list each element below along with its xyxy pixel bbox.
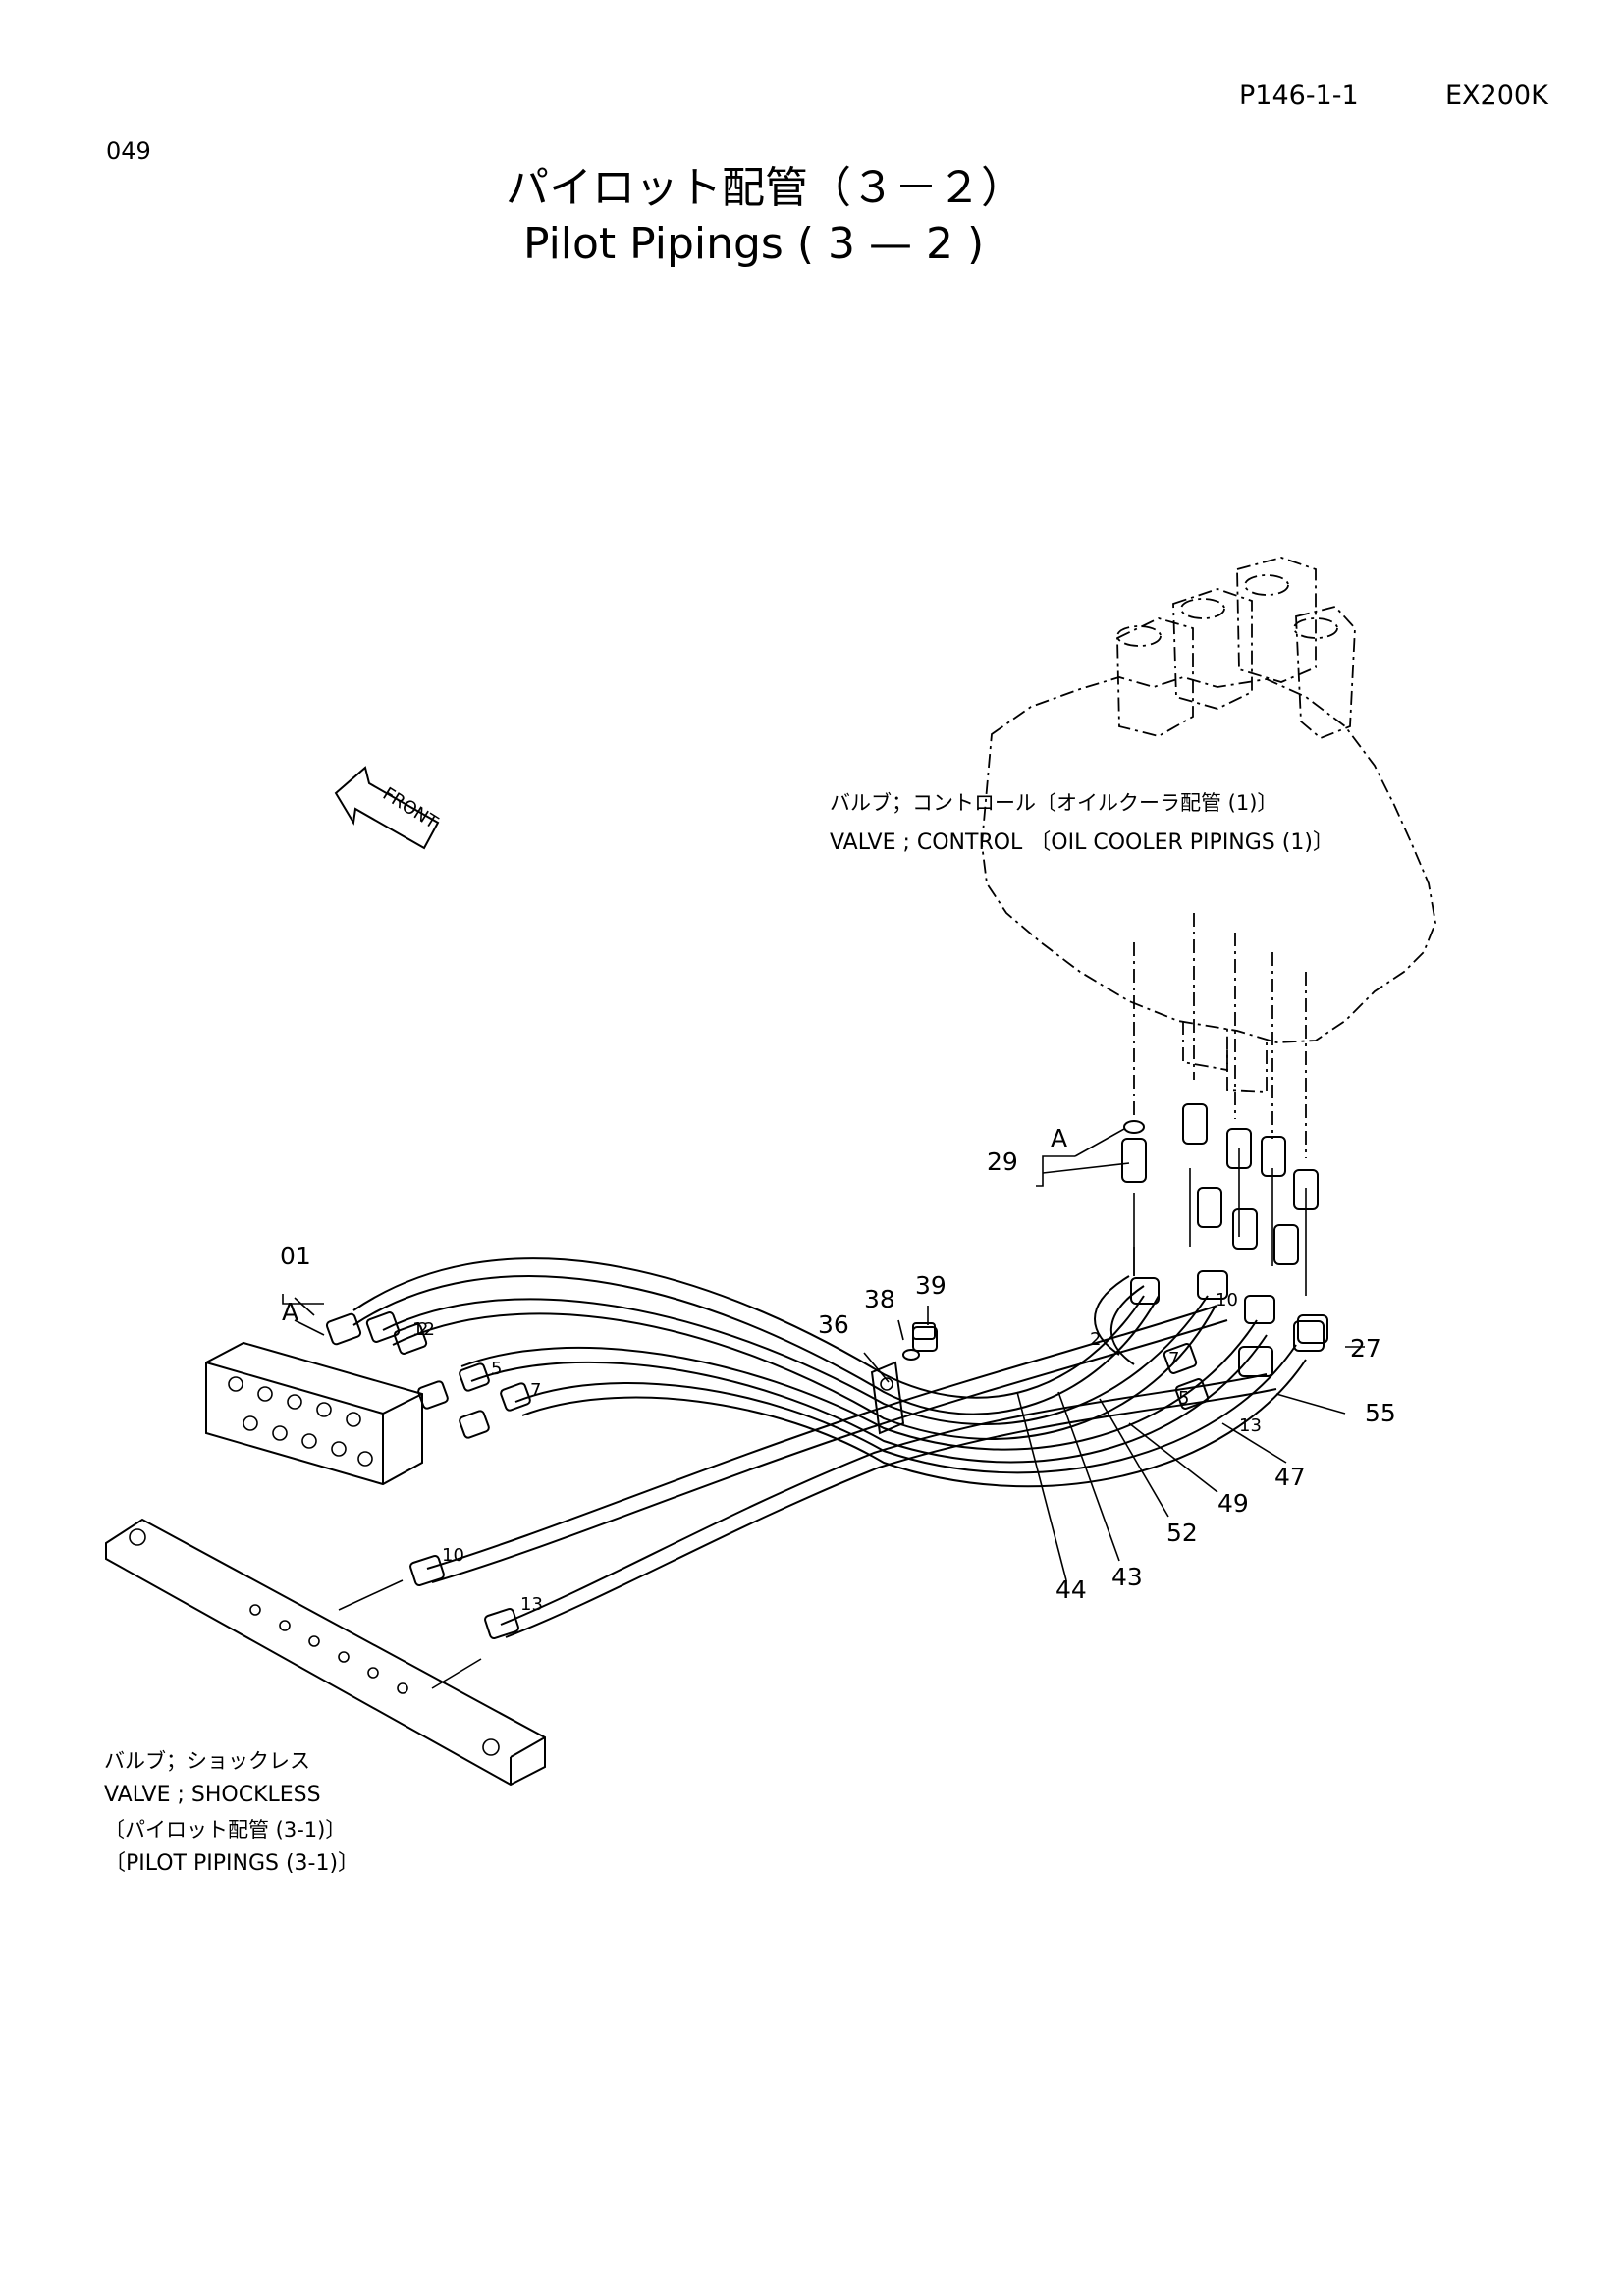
hose-tag-7-left: 7: [530, 1380, 541, 1401]
leader-lines: [282, 1128, 1365, 1581]
sheet-number: 049: [106, 137, 151, 165]
hose-tag-7-right: 7: [1168, 1349, 1179, 1369]
shockless-ref-jp: 〔パイロット配管 (3-1)〕: [104, 1818, 347, 1842]
header-model: EX200K: [1445, 80, 1548, 111]
part-number-47: 47: [1274, 1463, 1306, 1491]
front-arrow-label: FRONT: [379, 783, 442, 833]
shockless-valve-label-en: VALVE ; SHOCKLESS: [104, 1783, 321, 1807]
page-title-japanese: パイロット配管（３－２）: [506, 163, 1024, 213]
part-number-39: 39: [915, 1271, 947, 1300]
part-number-44: 44: [1055, 1575, 1087, 1604]
shockless-ref-en: 〔PILOT PIPINGS (3-1)〕: [104, 1851, 360, 1876]
mounting-bracket: [105, 1518, 546, 1787]
hose-end-fittings: [325, 1311, 1210, 1640]
hose-tag-2-right: 2: [1090, 1329, 1101, 1350]
hose-tag-5-left: 5: [491, 1359, 502, 1379]
part-number-27: 27: [1350, 1334, 1381, 1362]
part-number-52: 52: [1166, 1519, 1198, 1547]
valve-port-fittings: [1121, 913, 1328, 1377]
hose-tag-2-left: 2: [417, 1319, 428, 1340]
part-number-29: 29: [987, 1148, 1018, 1176]
part-number-labels: 01 A A 29 27 36 38 39 43 44 47 49 52 55: [280, 1124, 1396, 1604]
hose-tag-10-right: 10: [1216, 1290, 1238, 1310]
part-number-55: 55: [1365, 1399, 1396, 1427]
part-number-01: 01: [280, 1242, 311, 1270]
part-number-a-left: A: [282, 1298, 298, 1326]
hose-tag-13-left: 13: [520, 1594, 543, 1615]
shockless-valve-label-jp: バルブ；ショックレス: [104, 1749, 310, 1773]
pilot-hoses: [352, 1247, 1307, 1638]
part-number-36: 36: [818, 1310, 849, 1339]
hose-tag-12-left: 12: [412, 1319, 435, 1340]
shockless-valve-block: [205, 1341, 423, 1486]
part-number-49: 49: [1217, 1489, 1249, 1518]
header-page-code: P146-1-1: [1239, 80, 1359, 111]
part-number-43: 43: [1111, 1563, 1143, 1591]
hose-tag-13-right: 13: [1239, 1415, 1262, 1436]
control-valve-label-en: VALVE ; CONTROL 〔OIL COOLER PIPINGS (1)〕: [830, 830, 1334, 855]
hose-tags: 2 5 7 10 12 13 2 7 5 10 13: [412, 1290, 1262, 1615]
part-number-38: 38: [864, 1285, 895, 1313]
hose-tag-10-left: 10: [442, 1545, 464, 1566]
control-valve-label-jp: バルブ；コントロール〔オイルクーラ配管 (1)〕: [830, 791, 1278, 815]
hose-tag-5-right: 5: [1178, 1388, 1189, 1409]
control-valve-outline: [981, 557, 1436, 1093]
page-title-english: Pilot Pipings ( 3 — 2 ): [523, 219, 985, 269]
part-number-a-valve: A: [1051, 1124, 1067, 1152]
front-arrow: FRONT: [334, 766, 442, 850]
hose-clamp: [870, 1322, 936, 1435]
